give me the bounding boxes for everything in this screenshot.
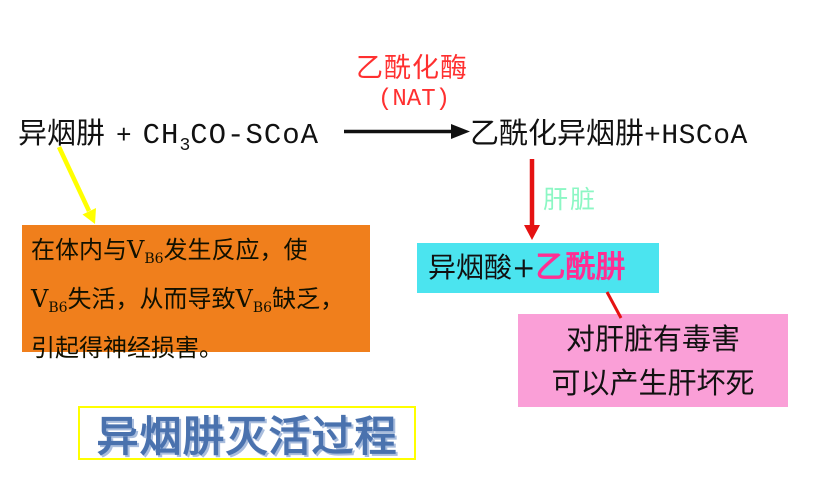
toxicity-line2: 可以产生肝坏死 [551, 366, 755, 400]
toxicity-box: 对肝脏有毒害 可以产生肝坏死 [518, 314, 788, 407]
acetyl-coa-formula: CH3CO-SCoA [142, 119, 320, 156]
yellow-arrow-head [82, 208, 96, 224]
plus-sign: + [116, 121, 132, 151]
enzyme-abbreviation: (NAT) [378, 86, 451, 113]
reaction-arrow-head [451, 124, 470, 139]
liver-label: 肝脏 [543, 185, 598, 214]
vb6-note-line1: 在体内与VB6发生反应，使 [31, 236, 308, 267]
product-hscoa: +HSCoA [644, 121, 748, 152]
b6-subscript: B6 [48, 300, 68, 316]
reactant-isoniazid: 异烟肼 [18, 116, 106, 150]
b6-subscript: B6 [252, 300, 273, 316]
vb6-note-line3: 引起得神经损害。 [31, 334, 223, 362]
product-acetyl-isoniazid: 乙酰化异烟肼 [470, 116, 645, 150]
b6-subscript: B6 [144, 251, 164, 267]
reaction-products: 乙酰化异烟肼+HSCoA [470, 110, 748, 152]
isonicotinic-acid-label: 异烟酸+ [428, 251, 536, 284]
vb6-note-box: 在体内与VB6发生反应，使 VB6失活，从而导致VB6缺乏， 引起得神经损害。 [22, 225, 370, 362]
acetylhydrazine-label: 乙酰肼 [535, 250, 626, 285]
vb6-note-line2: VB6失活，从而导致VB6缺乏， [31, 285, 345, 316]
subscript-3: 3 [179, 136, 191, 156]
yellow-arrow [56, 146, 96, 224]
yellow-arrow-shaft [56, 146, 92, 212]
reaction-arrow [344, 124, 470, 139]
red-liver-arrow-head [524, 225, 540, 240]
title-box: 异烟肼灭活过程 [78, 406, 416, 461]
enzyme-label: 乙酰化酶 [356, 53, 468, 84]
toxicity-line1: 对肝脏有毒害 [565, 322, 740, 356]
red-liver-arrow [524, 159, 540, 240]
metabolite-box: 异烟酸+乙酰肼 [417, 243, 659, 293]
reaction-reactants: 异烟肼 + CH3CO-SCoA [18, 110, 319, 156]
page-title: 异烟肼灭活过程 [96, 411, 398, 461]
